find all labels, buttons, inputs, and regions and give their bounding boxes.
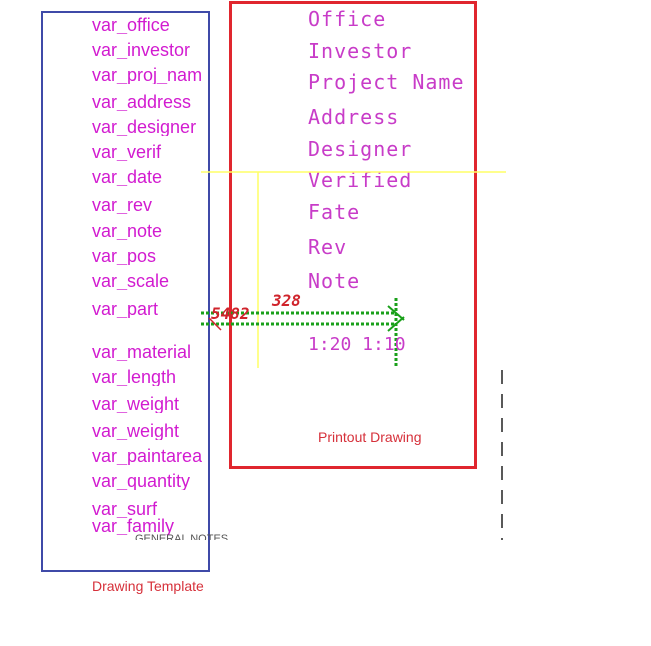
dimension-tick-a (387, 305, 405, 321)
label-address: Address (308, 105, 400, 129)
label-note: Note (308, 269, 361, 293)
var-material: var_material (92, 343, 192, 361)
template-caption: Drawing Template (92, 578, 204, 594)
var-paintarea: var_paintarea (92, 447, 202, 465)
var-rev: var_rev (92, 196, 153, 214)
var-note: var_note (92, 222, 163, 240)
var-scale: var_scale (92, 272, 170, 290)
var-weight: var_weight (92, 395, 180, 413)
dimension-value-top: 328 (272, 291, 301, 310)
var-verif: var_verif (92, 143, 162, 161)
var-surf: var_surf (92, 500, 158, 518)
printout-drawing-frame (229, 1, 477, 469)
dimension-tick-b (387, 316, 405, 332)
label-rev: Rev (308, 235, 348, 259)
var-office: var_office (92, 16, 170, 34)
dimension-tick-c (208, 317, 222, 331)
var-family: var_family (92, 517, 175, 535)
var-pos: var_pos (92, 247, 157, 265)
scale-values: 1:20 1:10 (308, 334, 406, 355)
printout-caption: Printout Drawing (318, 429, 422, 445)
var-quantity: var_quantity (92, 472, 191, 490)
dimension-value-left: 5482 (211, 304, 250, 323)
label-designer: Designer (308, 137, 413, 161)
var-part: var_part (92, 300, 159, 318)
var-length: var_length (92, 368, 177, 386)
drawing-template-frame (41, 11, 210, 572)
label-investor: Investor (308, 39, 413, 63)
label-project-name: Project Name (308, 70, 465, 94)
general-notes-fragment: GENERAL NOTES (135, 533, 229, 540)
var-weight-2: var_weight (92, 422, 180, 440)
label-office: Office (308, 7, 387, 31)
var-address: var_address (92, 93, 192, 111)
var-investor: var_investor (92, 41, 191, 59)
var-designer: var_designer (92, 118, 197, 136)
var-date: var_date (92, 168, 163, 186)
label-verified: Verified (308, 168, 413, 192)
var-proj-name: var_proj_nam (92, 66, 202, 84)
label-fate: Fate (308, 200, 361, 224)
